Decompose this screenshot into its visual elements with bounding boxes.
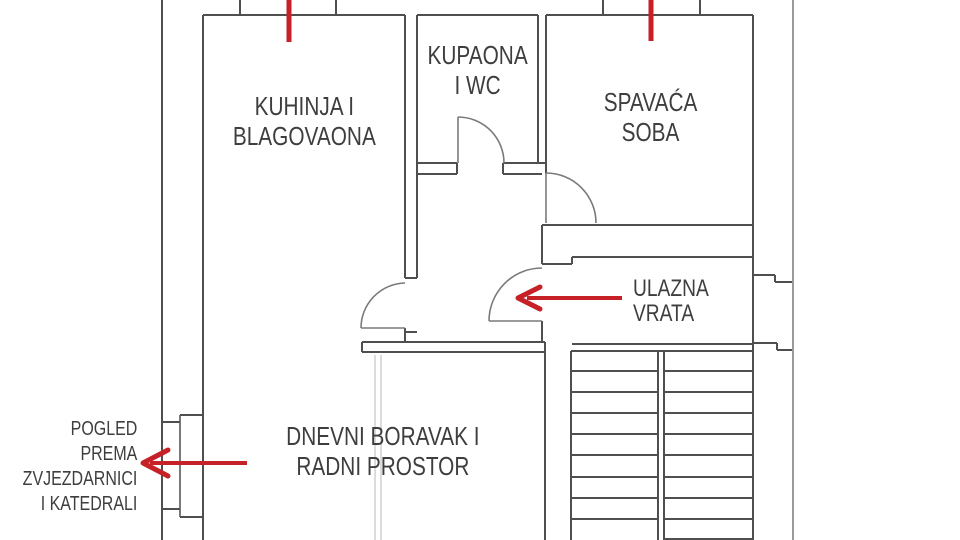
window-marker-kitchen [239,0,337,15]
kitchen-walls [203,0,418,343]
bedroom-door [545,172,597,224]
room-label-entrance-door: ULAZNA VRATA [633,275,709,327]
staircase [570,351,753,540]
entrance-direction-arrow [515,284,622,312]
window-marker-bedroom [602,0,701,15]
doors [360,116,597,329]
glass-partition [374,355,382,540]
room-label-bathroom: KUPAONA I WC [427,40,529,100]
room-label-living: DNEVNI BORAVAK I RADNI PROSTOR [286,421,480,481]
red-annotations [140,0,654,479]
room-label-bedroom: SPAVAĆA SOBA [604,87,698,147]
living-room-walls [361,341,546,540]
kitchen-door [360,282,406,329]
window-left [162,414,203,518]
bedroom-walls [541,0,754,540]
bathroom-door [457,116,505,164]
view-direction-arrow [140,447,247,479]
bathroom-walls [417,14,546,175]
annotation-label-view-direction: POGLED PREMA ZVJEZDARNICI I KATEDRALI [22,418,137,515]
room-label-kitchen: KUHINJA I BLAGOVAONA [232,91,376,151]
entrance-door [488,267,543,322]
vestibule-walls [541,256,793,352]
